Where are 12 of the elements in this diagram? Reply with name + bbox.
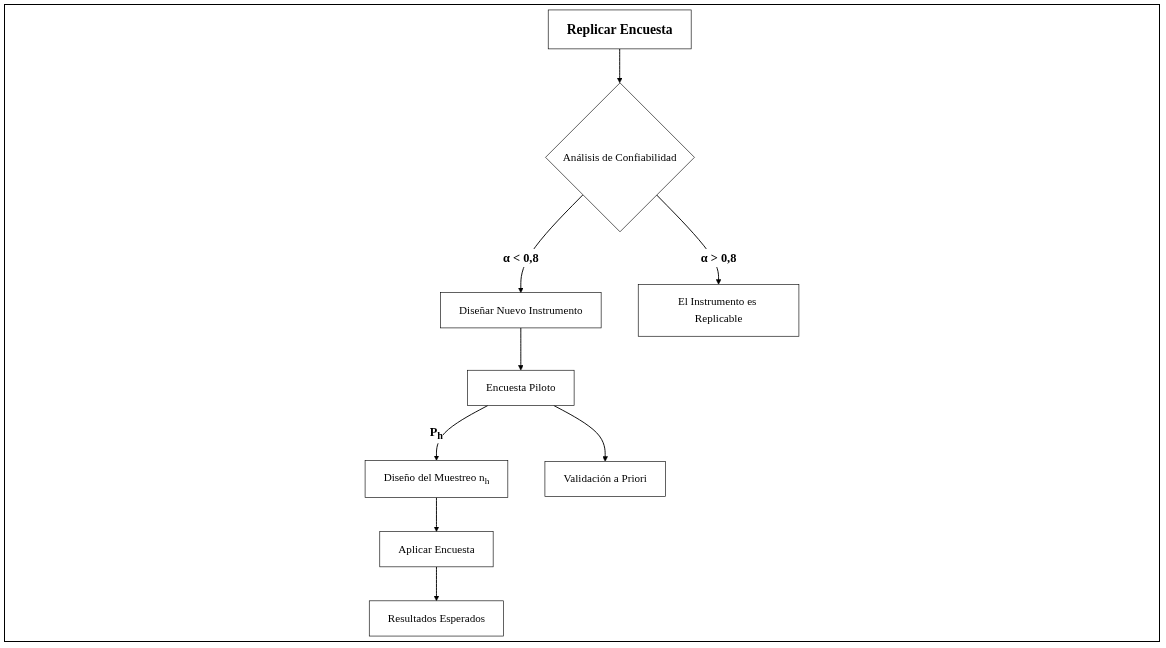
node-box: Validación a Priori <box>544 461 666 497</box>
node-box: Diseño del Muestreo n$_{h}$ <box>364 460 509 498</box>
node-diamond: Análisis de Confiabilidad <box>545 82 695 233</box>
edge-label: α < 0,8 <box>503 251 539 265</box>
node-box: Encuesta Piloto <box>467 369 575 406</box>
node-box: Replicar Encuesta <box>547 9 692 50</box>
edge-label: P$_{h}$ <box>429 424 444 442</box>
edge-label: α > 0,8 <box>700 251 737 265</box>
node-box: Diseñar Nuevo Instrumento <box>440 292 602 329</box>
node-box: Aplicar Encuesta <box>379 531 494 568</box>
node-box: El Instrumento es Replicable <box>637 284 800 337</box>
node-box: Resultados Esperados <box>368 600 504 637</box>
